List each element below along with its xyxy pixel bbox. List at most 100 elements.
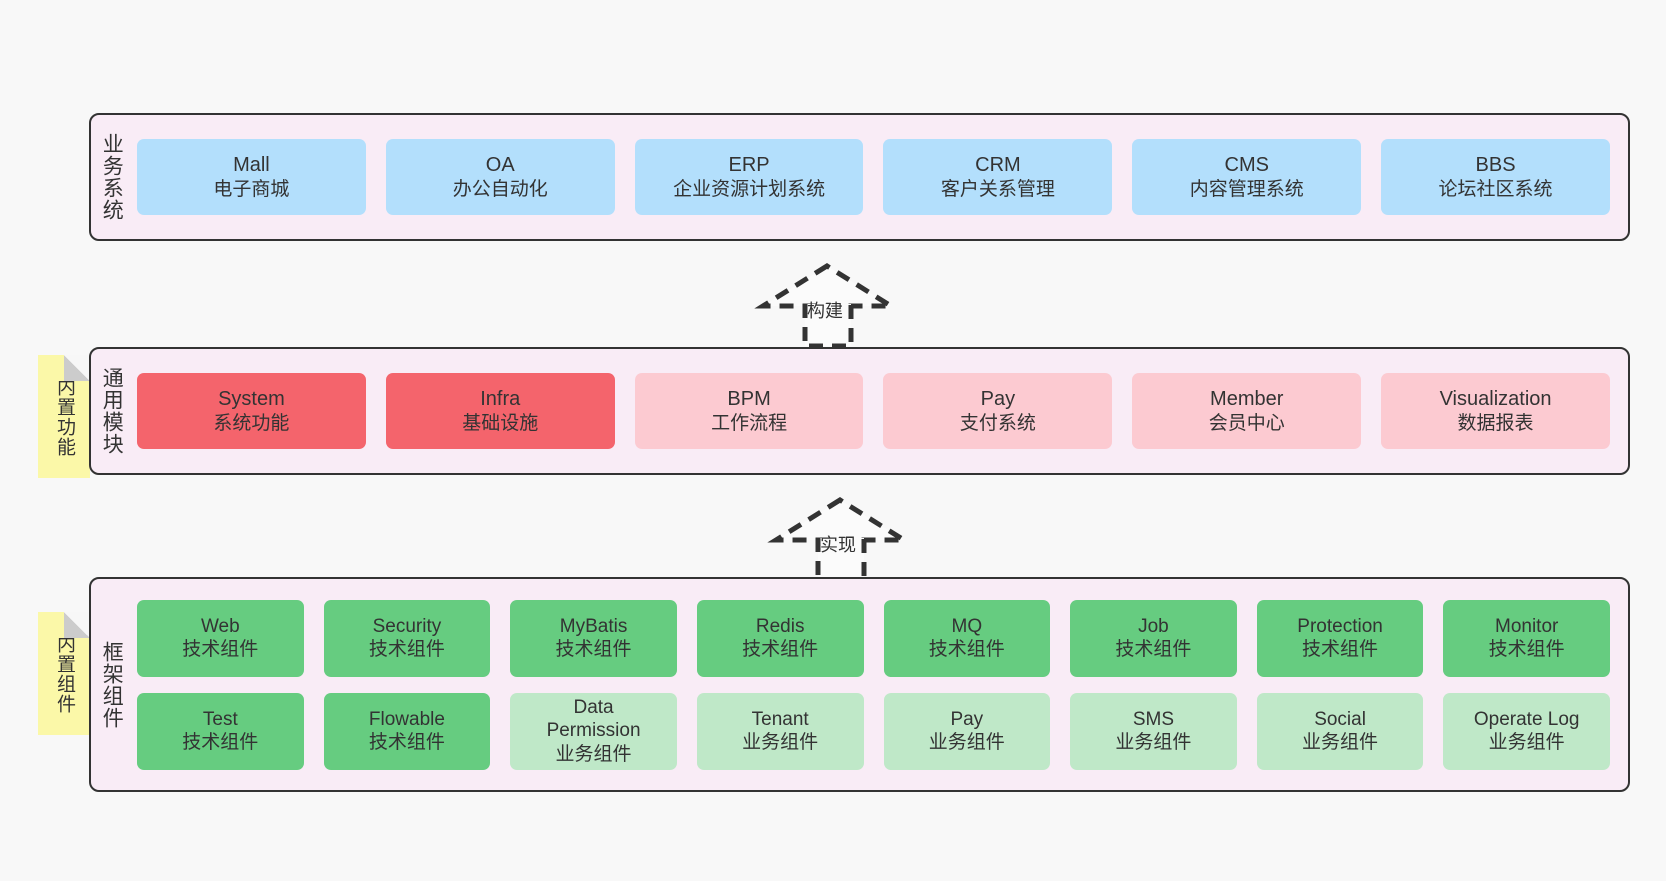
node-label-cn: 业务组件 — [742, 732, 819, 753]
node-label-en: Job — [1138, 615, 1169, 637]
connector-implement: 实现 — [767, 492, 918, 583]
node-label-en: SMS — [1132, 708, 1175, 730]
node-bpm[interactable]: BPM 工作流程 — [634, 373, 864, 449]
node-label-en: MyBatis — [559, 615, 628, 637]
node-label-en: Monitor — [1495, 615, 1559, 637]
node-data-permission[interactable]: Data Permission 业务组件 — [510, 692, 677, 770]
node-tenant[interactable]: Tenant 业务组件 — [696, 692, 864, 770]
node-row-technical: Web 技术组件 Security 技术组件 MyBatis 技术组件 Redi… — [137, 599, 1610, 677]
node-label-cn: 客户关系管理 — [940, 178, 1055, 200]
node-label-en: BBS — [1475, 154, 1516, 177]
note-builtin-function: 内置功能 — [38, 355, 90, 478]
node-label-cn: 业务组件 — [555, 743, 632, 765]
layer-body-common-module: System 系统功能 Infra 基础设施 BPM 工作流程 Pay 支付系统… — [131, 349, 1628, 473]
node-label-cn: 技术组件 — [742, 639, 819, 660]
node-label-cn: 技术组件 — [1115, 639, 1192, 660]
node-label-cn: 业务组件 — [1302, 732, 1379, 753]
node-label-en: System — [218, 388, 285, 411]
node-label-en: Tenant — [751, 708, 809, 730]
node-visualization[interactable]: Visualization 数据报表 — [1381, 373, 1610, 449]
node-label-cn: 业务组件 — [1115, 732, 1192, 753]
node-label-en: Flowable — [368, 708, 445, 730]
node-test[interactable]: Test 技术组件 — [137, 692, 304, 770]
node-mq[interactable]: MQ 技术组件 — [883, 599, 1051, 677]
connector-build: 构建 — [754, 258, 905, 349]
note-label: 内置功能 — [54, 376, 76, 457]
node-infra[interactable]: Infra 基础设施 — [385, 373, 615, 449]
node-label-cn: 工作流程 — [711, 412, 788, 434]
node-label-cn: 业务组件 — [928, 732, 1005, 753]
node-label-cn: 技术组件 — [182, 639, 259, 660]
node-crm[interactable]: CRM 客户关系管理 — [883, 139, 1113, 215]
node-redis[interactable]: Redis 技术组件 — [696, 599, 864, 677]
note-builtin-component: 内置组件 — [38, 612, 90, 735]
node-erp[interactable]: ERP 企业资源计划系统 — [634, 139, 864, 215]
node-member[interactable]: Member 会员中心 — [1132, 373, 1362, 449]
node-cms[interactable]: CMS 内容管理系统 — [1132, 139, 1362, 215]
node-label-en: Data Permission — [546, 696, 641, 742]
note-label: 内置组件 — [54, 633, 76, 714]
node-label-cn: 技术组件 — [368, 639, 445, 660]
node-social[interactable]: Social 业务组件 — [1256, 692, 1424, 770]
node-pay[interactable]: Pay 支付系统 — [883, 373, 1113, 449]
generalization-arrow-icon — [767, 497, 913, 583]
node-label-cn: 技术组件 — [368, 732, 445, 753]
node-label-en: Web — [200, 615, 240, 637]
connector-build-label: 构建 — [807, 301, 843, 321]
node-mybatis[interactable]: MyBatis 技术组件 — [510, 599, 677, 677]
generalization-arrow-icon — [754, 263, 900, 349]
node-label-en: Member — [1210, 388, 1284, 411]
node-web[interactable]: Web 技术组件 — [137, 599, 304, 677]
node-monitor[interactable]: Monitor 技术组件 — [1443, 599, 1610, 677]
node-protection[interactable]: Protection 技术组件 — [1256, 599, 1424, 677]
node-label-en: CMS — [1224, 154, 1269, 177]
node-label-cn: 企业资源计划系统 — [673, 178, 826, 200]
node-label-cn: 基础设施 — [462, 412, 539, 434]
node-row: Mall 电子商城 OA 办公自动化 ERP 企业资源计划系统 CRM 客户关系… — [137, 139, 1610, 215]
node-operate-log[interactable]: Operate Log 业务组件 — [1443, 692, 1610, 770]
layer-body-business: Mall 电子商城 OA 办公自动化 ERP 企业资源计划系统 CRM 客户关系… — [131, 115, 1628, 239]
node-label-cn: 电子商城 — [213, 178, 290, 200]
layer-title-business: 业务系统 — [100, 133, 124, 221]
node-label-en: Infra — [480, 388, 521, 411]
node-label-cn: 论坛社区系统 — [1438, 178, 1553, 200]
layer-body-framework-component: Web 技术组件 Security 技术组件 MyBatis 技术组件 Redi… — [131, 579, 1628, 790]
node-label-cn: 技术组件 — [182, 732, 259, 753]
node-label-cn: 技术组件 — [928, 639, 1005, 660]
node-label-cn: 技术组件 — [555, 639, 632, 660]
node-label-cn: 会员中心 — [1208, 412, 1285, 434]
layer-business-systems: 业务系统 Mall 电子商城 OA 办公自动化 ERP 企业资源计划系统 CRM… — [89, 113, 1630, 241]
node-row: System 系统功能 Infra 基础设施 BPM 工作流程 Pay 支付系统… — [137, 373, 1610, 449]
node-row-business: Test 技术组件 Flowable 技术组件 Data Permission … — [137, 692, 1610, 770]
node-label-en: MQ — [951, 615, 983, 637]
node-label-en: ERP — [728, 154, 770, 177]
node-sms[interactable]: SMS 业务组件 — [1070, 692, 1237, 770]
node-security[interactable]: Security 技术组件 — [323, 599, 491, 677]
node-label-en: BPM — [727, 388, 771, 411]
node-label-en: Visualization — [1439, 388, 1552, 411]
node-label-cn: 技术组件 — [1302, 639, 1379, 660]
node-label-en: Security — [372, 615, 442, 637]
node-pay-business[interactable]: Pay 业务组件 — [883, 692, 1051, 770]
node-label-en: Social — [1314, 708, 1366, 730]
node-label-en: Operate Log — [1473, 708, 1580, 730]
node-label-cn: 系统功能 — [213, 412, 290, 434]
node-label-en: Protection — [1297, 615, 1383, 637]
node-label-cn: 内容管理系统 — [1189, 178, 1304, 200]
node-label-en: Pay — [980, 388, 1016, 411]
node-bbs[interactable]: BBS 论坛社区系统 — [1381, 139, 1610, 215]
node-flowable[interactable]: Flowable 技术组件 — [323, 692, 491, 770]
layer-framework-components: 框架组件 Web 技术组件 Security 技术组件 MyBatis 技术组件… — [89, 577, 1630, 792]
node-label-en: CRM — [975, 154, 1021, 177]
node-label-en: OA — [485, 154, 515, 177]
node-mall[interactable]: Mall 电子商城 — [137, 139, 366, 215]
node-system[interactable]: System 系统功能 — [137, 373, 366, 449]
node-label-cn: 办公自动化 — [452, 178, 548, 200]
node-oa[interactable]: OA 办公自动化 — [385, 139, 615, 215]
layer-title-framework-component: 框架组件 — [100, 640, 124, 729]
node-job[interactable]: Job 技术组件 — [1070, 599, 1237, 677]
layer-common-modules: 通用模块 System 系统功能 Infra 基础设施 BPM 工作流程 Pay… — [89, 347, 1630, 475]
node-label-en: Redis — [755, 615, 805, 637]
node-label-cn: 业务组件 — [1488, 732, 1565, 753]
node-label-en: Pay — [950, 708, 984, 730]
